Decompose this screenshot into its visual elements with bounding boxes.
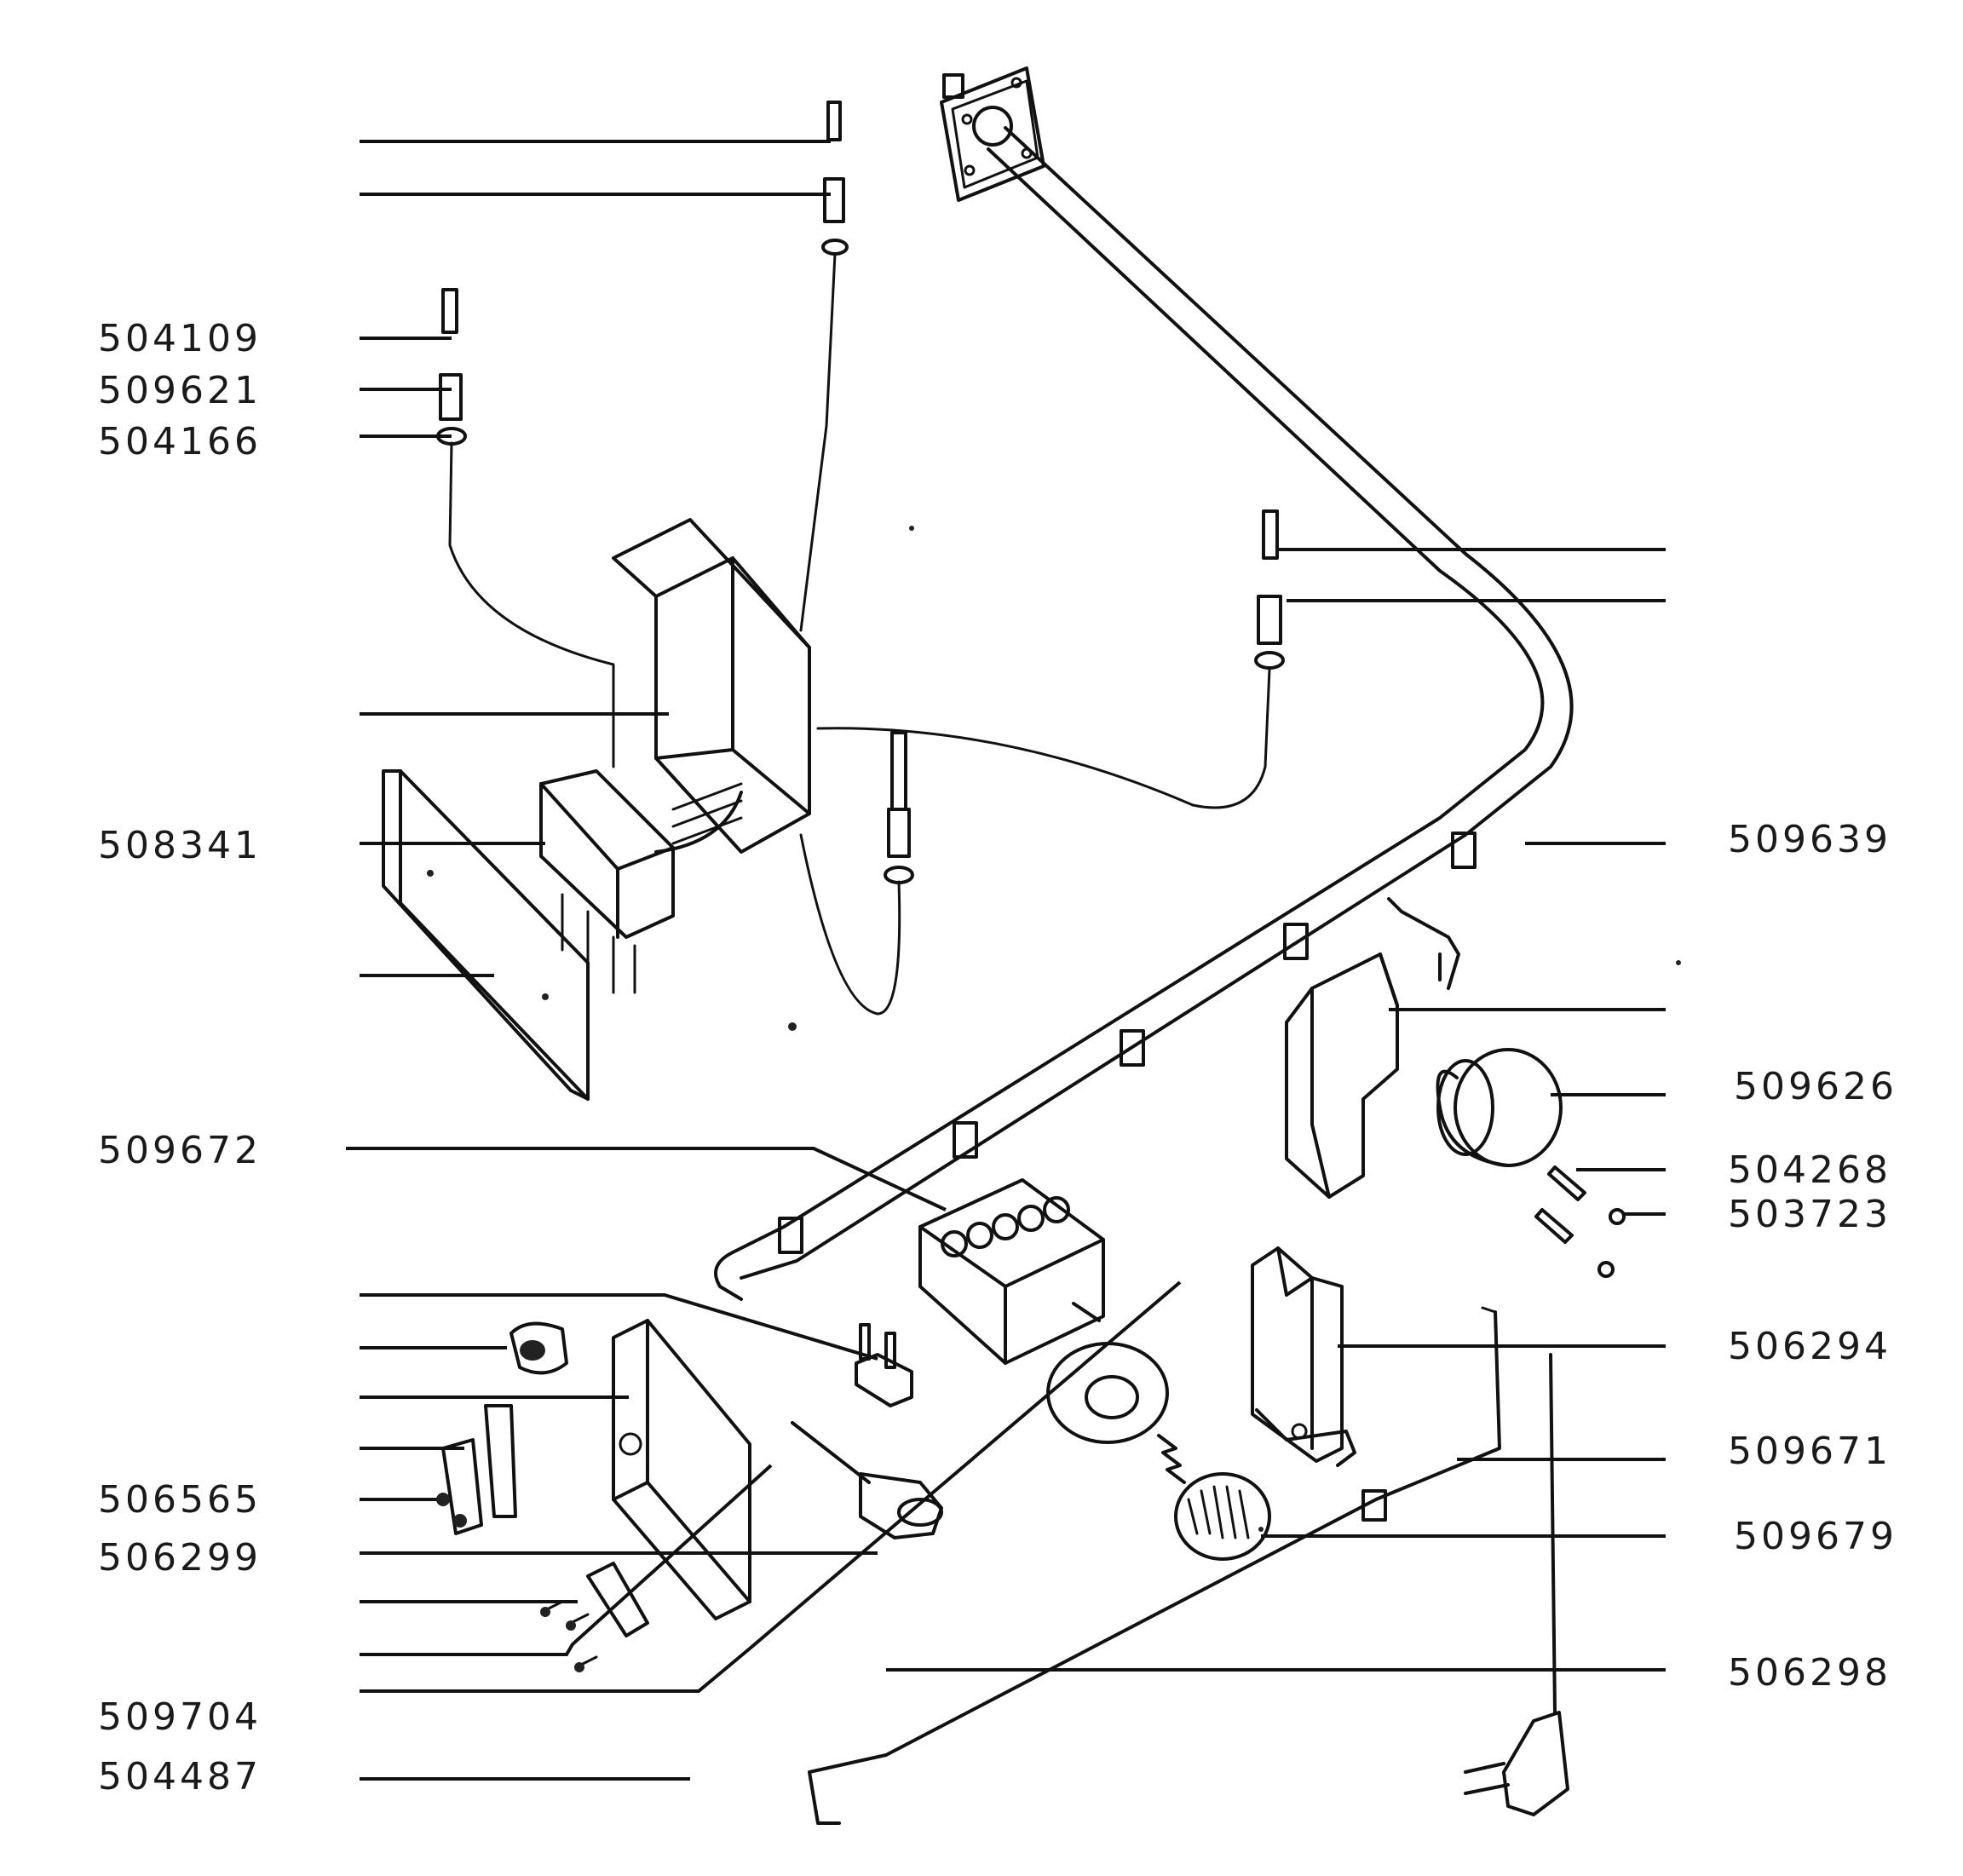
part-label: 509672 <box>98 1129 262 1172</box>
pins <box>1534 1165 1626 1278</box>
thermostat-assembly <box>382 518 811 1101</box>
part-label: 509679 <box>1734 1515 1897 1558</box>
part-label: 506298 <box>1728 1651 1891 1695</box>
tube-posts <box>778 832 1477 1254</box>
control-knob <box>1436 1048 1563 1167</box>
part-label: 504166 <box>98 420 262 463</box>
housing-box <box>612 1319 751 1620</box>
part-label: 506294 <box>1728 1325 1891 1368</box>
part-label: 506565 <box>98 1478 262 1522</box>
right-leader-lines <box>886 548 1666 1672</box>
gear <box>1174 1472 1271 1561</box>
bracket <box>1285 952 1399 1199</box>
part-label: 509626 <box>1734 1065 1897 1108</box>
part-label: 509621 <box>98 369 262 412</box>
selector-switch <box>918 1178 1105 1365</box>
left-leader-lines <box>346 140 1182 1781</box>
power-cord <box>808 1306 1569 1825</box>
left-labels: 504109 509621 504166 508341 509672 50656… <box>98 317 262 1798</box>
small-parts-left <box>436 1321 649 1672</box>
heating-element-tube <box>714 66 1574 1301</box>
part-label: 504268 <box>1728 1148 1891 1192</box>
indicator-lamp <box>791 1421 943 1539</box>
switch-bracket <box>1251 1246 1356 1467</box>
specks <box>788 526 1681 1532</box>
probes-and-wires <box>436 101 1285 1016</box>
right-labels: 509639 509626 504268 503723 506294 50967… <box>1728 818 1897 1695</box>
part-label: 504487 <box>98 1755 262 1798</box>
small-switch <box>855 1323 913 1407</box>
bezel-ring <box>1046 1342 1169 1444</box>
spring <box>1157 1434 1186 1484</box>
part-label: 506299 <box>98 1536 262 1580</box>
part-label: 504109 <box>98 317 262 360</box>
part-label: 509639 <box>1728 818 1891 861</box>
part-label: 508341 <box>98 824 262 867</box>
part-label: 509671 <box>1728 1430 1891 1473</box>
part-label: 503723 <box>1728 1193 1891 1236</box>
part-label: 509704 <box>98 1695 262 1739</box>
